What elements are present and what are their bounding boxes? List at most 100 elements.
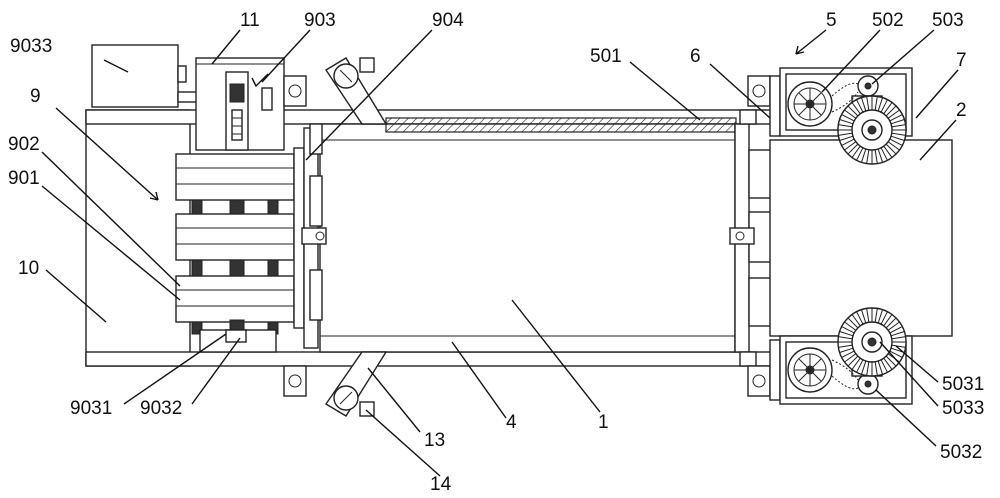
gear-tooth [883, 357, 893, 370]
label-503: 503 [932, 10, 964, 31]
gear-tooth [841, 114, 855, 122]
label-6: 6 [690, 46, 701, 67]
gear-tooth [838, 344, 853, 348]
gear-tooth [847, 355, 859, 367]
gear-tooth [861, 97, 867, 112]
gear-tooth [844, 109, 857, 119]
gear-tooth [866, 308, 870, 323]
gear-tooth [847, 105, 859, 117]
gear-tooth [839, 119, 854, 125]
gear-tooth [883, 102, 893, 115]
label-1: 1 [598, 412, 609, 433]
gear-tooth [856, 311, 864, 325]
gear-tooth [838, 132, 853, 136]
gear-tooth [887, 109, 900, 119]
gear-tooth [885, 143, 897, 155]
gear-tooth [856, 99, 864, 113]
gear-tooth [889, 350, 903, 358]
gear-tooth [889, 138, 903, 146]
gear-tooth [839, 331, 854, 337]
gear-teeth-top [838, 96, 906, 164]
gear-tooth [877, 309, 883, 324]
label-2: 2 [956, 100, 967, 121]
gear-tooth [861, 309, 867, 324]
gear-tooth [874, 361, 878, 376]
gear-tooth [890, 331, 905, 337]
gear-tooth [851, 357, 861, 370]
gear-tooth [839, 135, 854, 141]
gear-tooth [890, 119, 905, 125]
gear-tooth [885, 317, 897, 329]
label-9: 9 [30, 86, 41, 107]
gear-tooth [877, 360, 883, 375]
workpiece-2 [769, 95, 953, 337]
label-903: 903 [304, 10, 336, 31]
gear-tooth [851, 145, 861, 158]
label-13: 13 [424, 430, 445, 451]
label-5: 5 [826, 10, 837, 31]
label-5031: 5031 [942, 374, 984, 395]
gear-tooth [861, 360, 867, 375]
main-body-1 [319, 123, 736, 353]
gear-tooth [844, 353, 857, 363]
gear-tooth [851, 102, 861, 115]
gear-tooth [847, 143, 859, 155]
gear-tooth [887, 141, 900, 151]
label-5033: 5033 [942, 398, 984, 419]
gear-tooth [880, 359, 888, 373]
label-9031: 9031 [70, 398, 112, 419]
label-5032: 5032 [940, 442, 982, 463]
label-9032: 9032 [140, 398, 182, 419]
gear-tooth [839, 347, 854, 353]
gear-tooth [847, 317, 859, 329]
gear-tooth [874, 149, 878, 164]
gear-tooth [841, 138, 855, 146]
left-flange [283, 75, 327, 397]
gear-tooth [856, 147, 864, 161]
clamp-stack-901-902 [175, 127, 319, 353]
gear-teeth-bottom [838, 308, 906, 376]
gear-tooth [885, 355, 897, 367]
label-11: 11 [240, 10, 260, 31]
label-901: 901 [8, 168, 40, 189]
gear-tooth [883, 314, 893, 327]
angled-brackets-13-14 [324, 57, 388, 417]
gear-tooth [844, 141, 857, 151]
gear-tooth [838, 124, 853, 128]
gear-tooth [866, 149, 870, 164]
gear-tooth [880, 147, 888, 161]
gear-tooth [880, 311, 888, 325]
gear-tooth [891, 132, 906, 136]
gear-tooth [891, 336, 906, 340]
gear-tooth [885, 105, 897, 117]
leader-lines [41, 29, 959, 477]
label-501: 501 [590, 46, 622, 67]
label-9033: 9033 [10, 36, 52, 57]
gear-tooth [861, 148, 867, 163]
gear-tooth [841, 350, 855, 358]
gear-tooth [874, 96, 878, 111]
labels: 9033 11 903 904 5 502 503 9 501 6 7 2 90… [8, 10, 984, 495]
label-14: 14 [430, 474, 452, 495]
gear-tooth [877, 148, 883, 163]
gear-tooth [866, 96, 870, 111]
gear-tooth [856, 359, 864, 373]
gear-tooth [891, 344, 906, 348]
main-frame [85, 109, 777, 367]
gear-tooth [874, 308, 878, 323]
gear-tooth [890, 135, 905, 141]
gear-tooth [877, 97, 883, 112]
gear-tooth [844, 321, 857, 331]
gear-tooth [838, 336, 853, 340]
gear-tooth [880, 99, 888, 113]
gear-tooth [887, 321, 900, 331]
label-4: 4 [506, 412, 517, 433]
label-7: 7 [956, 50, 967, 71]
label-902: 902 [8, 134, 40, 155]
gear-tooth [891, 124, 906, 128]
right-flange-6 [747, 75, 781, 401]
label-502: 502 [872, 10, 904, 31]
label-10: 10 [18, 258, 39, 279]
